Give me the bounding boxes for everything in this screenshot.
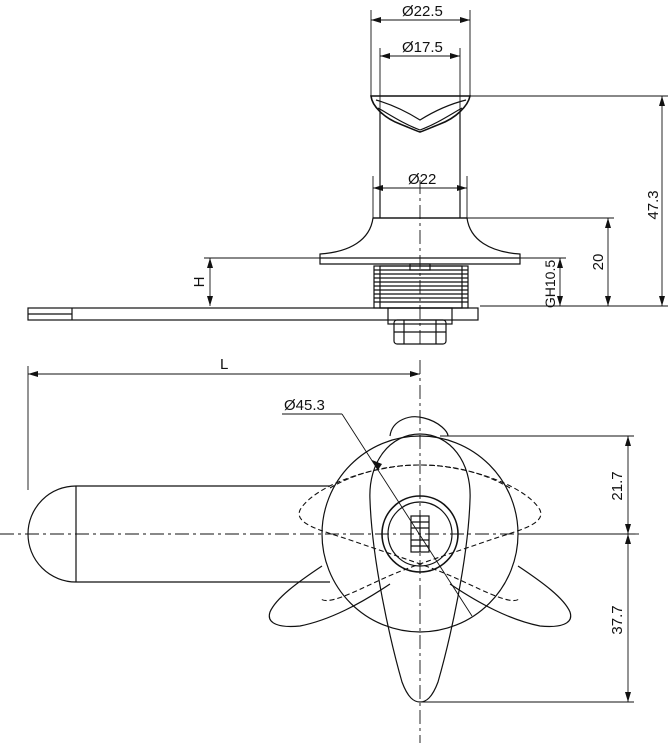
dimension-d45-3: Ø45.3	[282, 397, 473, 617]
label-gh10-5: GH10.5	[542, 260, 558, 308]
dimension-l: L	[27, 356, 420, 490]
handle-alt-position-1	[319, 464, 542, 602]
dimension-20: 20	[467, 217, 614, 306]
label-d22-5: Ø22.5	[402, 3, 443, 20]
label-d45-3: Ø45.3	[284, 397, 325, 414]
handle-grip-shade-left	[377, 107, 421, 131]
label-l: L	[220, 356, 228, 373]
front-view: L Ø45.3	[0, 356, 640, 743]
handle-wing-right	[449, 565, 572, 628]
label-h: H	[191, 277, 208, 288]
label-20: 20	[590, 254, 607, 271]
dimension-37-7: 37.7	[420, 534, 634, 703]
dimension-h: H	[191, 257, 320, 306]
side-view	[27, 95, 521, 345]
top-tab	[389, 416, 449, 437]
dimension-21-7: 21.7	[440, 435, 634, 535]
label-d22: Ø22	[408, 171, 436, 188]
washer	[387, 307, 453, 325]
handle-grip-top	[370, 95, 471, 133]
lock-body-circle	[321, 435, 519, 633]
label-21-7: 21.7	[609, 471, 626, 500]
dimension-gh10-5: GH10.5	[520, 257, 566, 308]
key-cylinder-outer	[381, 495, 459, 573]
label-37-7: 37.7	[609, 605, 626, 634]
handle-wing-left	[268, 565, 391, 628]
dimension-d22-5: Ø22.5	[370, 3, 471, 96]
cam-plate	[27, 307, 479, 321]
handle-grip-shade-right	[419, 107, 463, 131]
handle-grip-inner	[375, 99, 467, 121]
thread-key	[409, 263, 431, 271]
label-d17-5: Ø17.5	[402, 39, 443, 56]
dimension-47-3: 47.3	[470, 95, 668, 307]
cam-arm-outer	[27, 485, 330, 583]
handle-alt-position-2	[298, 464, 521, 602]
thread-lines	[374, 269, 468, 303]
base-flange	[319, 217, 521, 265]
key-cylinder-inner	[387, 501, 453, 567]
label-47-3: 47.3	[645, 190, 662, 219]
dimension-d22: Ø22	[372, 171, 468, 218]
dimension-d17-5: Ø17.5	[379, 39, 461, 112]
